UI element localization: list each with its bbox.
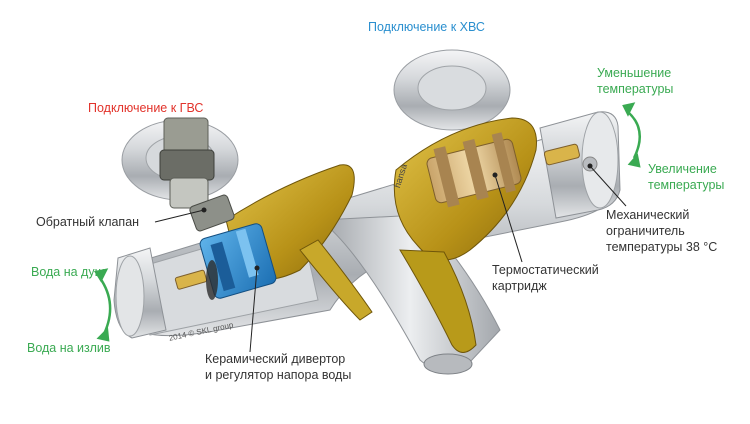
- temp-increase-label-line1: Увеличение: [648, 162, 717, 176]
- callout-leaders: [154, 165, 627, 353]
- cold-connection-label: Подключение к ХВС: [368, 20, 485, 34]
- temperature-rotation-arrow: [622, 102, 641, 168]
- limiter-label-line3: температуры 38 °C: [606, 240, 718, 254]
- callout-dots: [201, 163, 593, 271]
- diverter-handle: [113, 247, 167, 339]
- to-shower-label: Вода на душ: [31, 265, 105, 279]
- temperature-handle: [539, 111, 621, 219]
- cold-wall-flange: [393, 49, 511, 131]
- limiter-label-line1: Механический: [606, 208, 690, 222]
- thermostatic-cartridge-part: [426, 132, 580, 208]
- leader-cartridge: [494, 174, 523, 263]
- leader-limiter: [589, 165, 627, 207]
- hot-connection-label: Подключение к ГВС: [88, 101, 204, 115]
- ceramic-diverter-part: [174, 223, 277, 300]
- leader-diverter: [249, 267, 258, 353]
- temp-decrease-label-line1: Уменьшение: [597, 66, 672, 80]
- spout-outlet: [423, 353, 473, 375]
- ceramic-diverter-label-line2: и регулятор напора воды: [205, 368, 352, 382]
- leader-check-valve: [154, 209, 205, 223]
- temp-increase-label-line2: температуры: [648, 178, 725, 192]
- to-spout-label: Вода на излив: [27, 341, 111, 355]
- diverter-rotation-arrow: [93, 268, 112, 342]
- cartridge-label-line2: картридж: [492, 279, 547, 293]
- temp-decrease-label-line2: температуры: [597, 82, 674, 96]
- limiter-label-line2: ограничитель: [606, 224, 685, 238]
- cartridge-label-line1: Термостатический: [492, 263, 599, 277]
- ceramic-diverter-label-line1: Керамический дивертор: [205, 352, 346, 366]
- check-valve-label: Обратный клапан: [36, 215, 140, 229]
- hot-connector: [159, 117, 235, 232]
